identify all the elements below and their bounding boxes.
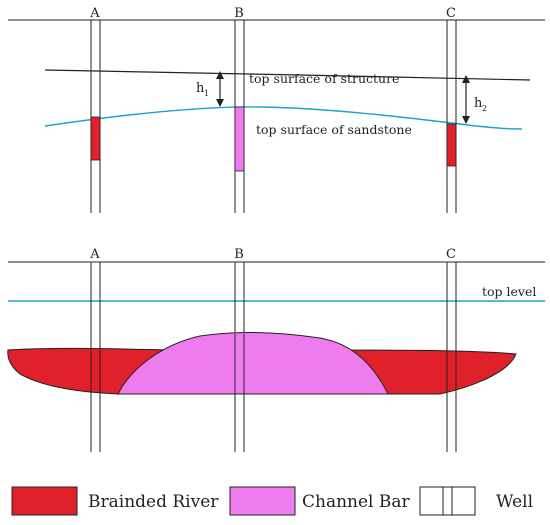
channel-bar-body <box>117 331 389 395</box>
h2-subscript: 2 <box>482 104 487 113</box>
sandstone-surface-line <box>44 106 523 130</box>
h1-arrow: h 1 <box>196 71 224 107</box>
legend-well-swatch <box>419 486 476 516</box>
h2-label: h <box>474 96 483 111</box>
legend: Brainded River Channel Bar Well <box>11 486 533 516</box>
well-a-top: A <box>89 6 101 213</box>
well-c-top: C <box>446 6 457 213</box>
h1-label: h <box>196 81 205 96</box>
well-c-label: C <box>446 6 456 21</box>
legend-braided-river-label: Brainded River <box>88 492 219 512</box>
well-a-braided-river-segment <box>90 116 101 161</box>
well-a-bottom-label: A <box>89 247 100 262</box>
sandstone-surface-label: top surface of sandstone <box>256 122 412 137</box>
well-c-bottom-label: C <box>446 247 456 262</box>
legend-channel-bar-swatch <box>229 486 296 516</box>
well-b-bottom-label: B <box>234 247 244 262</box>
h2-arrow: h 2 <box>462 75 487 124</box>
structure-surface-line <box>44 69 531 81</box>
legend-braided-river-swatch <box>11 486 78 516</box>
well-c-braided-river-segment <box>446 123 457 167</box>
well-c-bottom: C <box>446 247 457 452</box>
well-a-label: A <box>89 6 100 21</box>
h1-subscript: 1 <box>204 89 209 98</box>
bottom-panel: top level A B C <box>7 247 545 452</box>
structure-surface-label: top surface of structure <box>249 71 399 86</box>
well-overlay-lines <box>90 334 457 395</box>
top-level-label: top level <box>482 284 536 299</box>
legend-well-label: Well <box>496 492 533 512</box>
well-b-top: B <box>234 6 245 213</box>
top-panel: A B C h 1 h 2 <box>8 6 545 213</box>
well-b-channel-bar-segment <box>234 106 245 172</box>
well-b-label: B <box>234 6 244 21</box>
legend-channel-bar-label: Channel Bar <box>302 492 411 512</box>
